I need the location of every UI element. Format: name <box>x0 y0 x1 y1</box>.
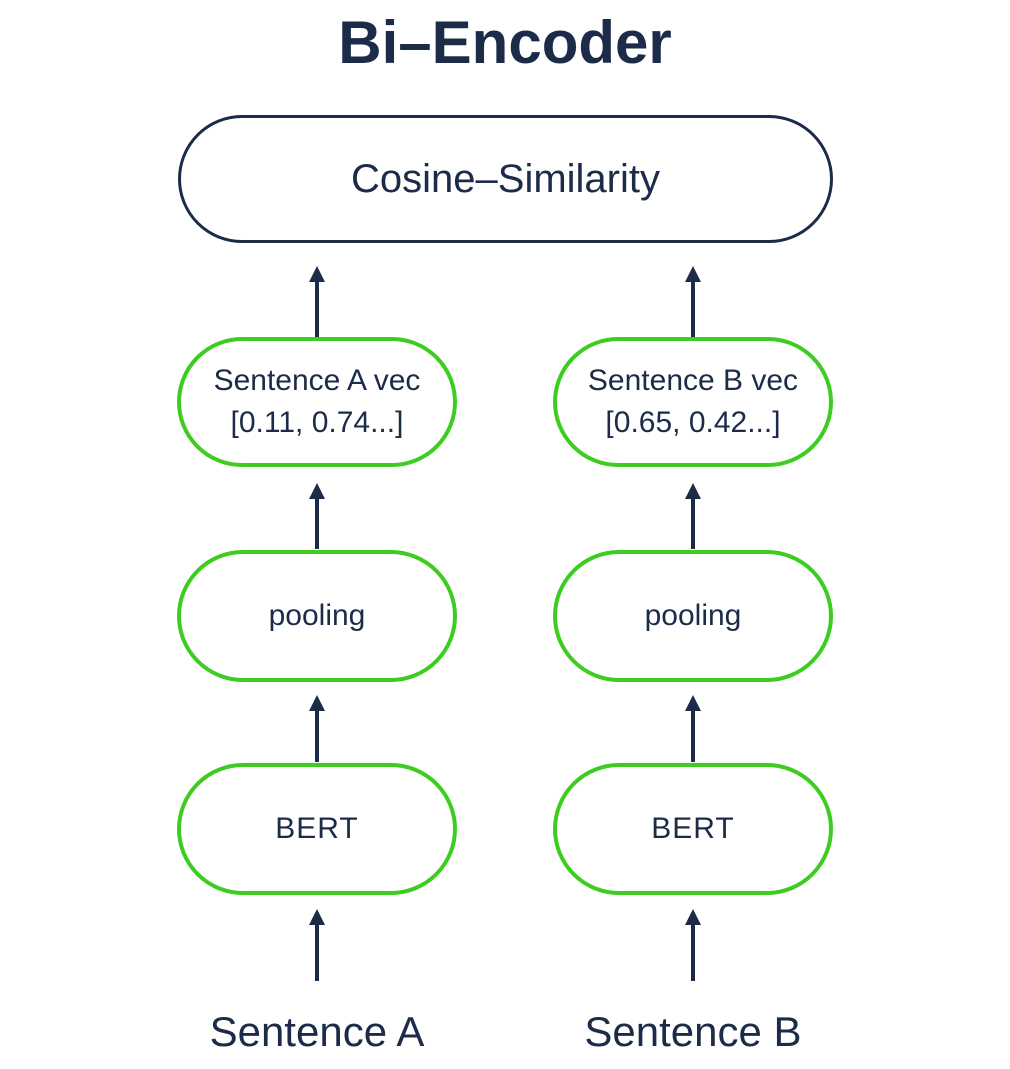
arrow-up-icon <box>309 909 325 981</box>
bert-box-b: BERT <box>553 763 833 895</box>
cosine-similarity-label: Cosine–Similarity <box>351 156 660 201</box>
pooling-box-b: pooling <box>553 550 833 682</box>
arrow-up-icon <box>309 483 325 549</box>
sentence-b-vector-line1: Sentence B vec <box>587 364 799 397</box>
arrow-up-icon <box>309 266 325 338</box>
sentence-b-input-label: Sentence B <box>584 1008 802 1055</box>
pooling-label-a: pooling <box>268 599 366 633</box>
arrow-up-icon <box>309 695 325 762</box>
diagram-title: Bi–Encoder <box>338 9 672 76</box>
pooling-box-a: pooling <box>177 550 457 682</box>
bert-label-a: BERT <box>275 812 359 846</box>
cosine-similarity-box: Cosine–Similarity <box>178 115 833 243</box>
sentence-a-input-label: Sentence A <box>209 1008 425 1055</box>
arrow-up-icon <box>685 909 701 981</box>
sentence-a-vector-box: Sentence A vec [0.11, 0.74...] <box>177 337 457 467</box>
pooling-label-b: pooling <box>644 599 742 633</box>
bert-box-a: BERT <box>177 763 457 895</box>
arrow-up-icon <box>685 266 701 338</box>
sentence-b-vector-text: Sentence B vec [0.65, 0.42...] <box>588 360 798 444</box>
arrow-up-icon <box>685 695 701 762</box>
arrow-up-icon <box>685 483 701 549</box>
sentence-a-vector-text: Sentence A vec [0.11, 0.74...] <box>214 360 421 444</box>
bert-label-b: BERT <box>651 812 735 846</box>
sentence-a-vector-line2: [0.11, 0.74...] <box>230 406 404 439</box>
sentence-b-vector-box: Sentence B vec [0.65, 0.42...] <box>553 337 833 467</box>
sentence-a-vector-line1: Sentence A vec <box>213 364 421 397</box>
sentence-b-vector-line2: [0.65, 0.42...] <box>605 406 781 439</box>
